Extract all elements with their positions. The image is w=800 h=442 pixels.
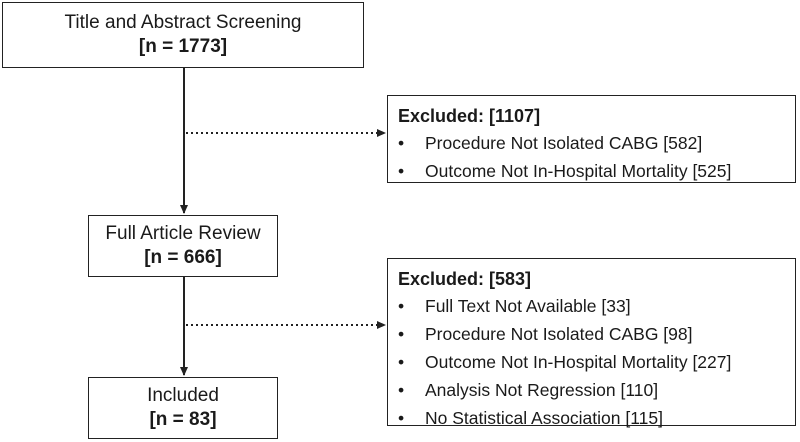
screening-box: Title and Abstract Screening [n = 1773] — [2, 2, 364, 68]
full-review-count: [n = 666] — [144, 247, 222, 268]
screening-count: [n = 1773] — [138, 36, 228, 57]
full-review-title: Full Article Review — [105, 223, 261, 245]
exclusion-item: • Analysis Not Regression [110] — [398, 376, 785, 404]
exclusion-box-screening: Excluded: [1107] • Procedure Not Isolated… — [387, 95, 796, 183]
exclusion-list: • Procedure Not Isolated CABG [582] • Outc… — [398, 129, 785, 185]
full-review-box: Full Article Review [n = 666] — [88, 215, 278, 277]
bullet-icon: • — [398, 408, 405, 428]
exclusion-list: • Full Text Not Available [33] • Procedure… — [398, 292, 785, 432]
bullet-icon: • — [398, 133, 405, 153]
exclusion-item: • Procedure Not Isolated CABG [582] — [398, 129, 785, 157]
exclusion-box-full-review: Excluded: [583] • Full Text Not Available… — [387, 258, 796, 428]
bullet-icon: • — [398, 296, 405, 316]
bullet-icon: • — [398, 352, 405, 372]
exclusion-title: Excluded: [583] — [398, 269, 532, 289]
included-title: Included — [147, 385, 219, 407]
included-count: [n = 83] — [149, 409, 217, 430]
bullet-icon: • — [398, 380, 405, 400]
exclusion-item-label: Procedure Not Isolated CABG [582] — [425, 133, 703, 153]
exclusion-item: • Outcome Not In-Hospital Mortality [525] — [398, 157, 785, 185]
exclusion-item: • Full Text Not Available [33] — [398, 292, 785, 320]
exclusion-item: • Procedure Not Isolated CABG [98] — [398, 320, 785, 348]
exclusion-item-label: Procedure Not Isolated CABG [98] — [425, 324, 693, 344]
screening-title: Title and Abstract Screening — [64, 12, 302, 34]
bullet-icon: • — [398, 324, 405, 344]
bullet-icon: • — [398, 161, 405, 181]
included-box: Included [n = 83] — [88, 377, 278, 439]
exclusion-item: • Outcome Not In-Hospital Mortality [227] — [398, 348, 785, 376]
exclusion-item: • No Statistical Association [115] — [398, 404, 785, 432]
exclusion-title: Excluded: [1107] — [398, 106, 541, 126]
exclusion-item-label: Full Text Not Available [33] — [425, 296, 631, 316]
exclusion-item-label: Outcome Not In-Hospital Mortality [525] — [425, 161, 732, 181]
exclusion-item-label: No Statistical Association [115] — [425, 408, 663, 428]
exclusion-item-label: Outcome Not In-Hospital Mortality [227] — [425, 352, 732, 372]
exclusion-item-label: Analysis Not Regression [110] — [425, 380, 659, 400]
